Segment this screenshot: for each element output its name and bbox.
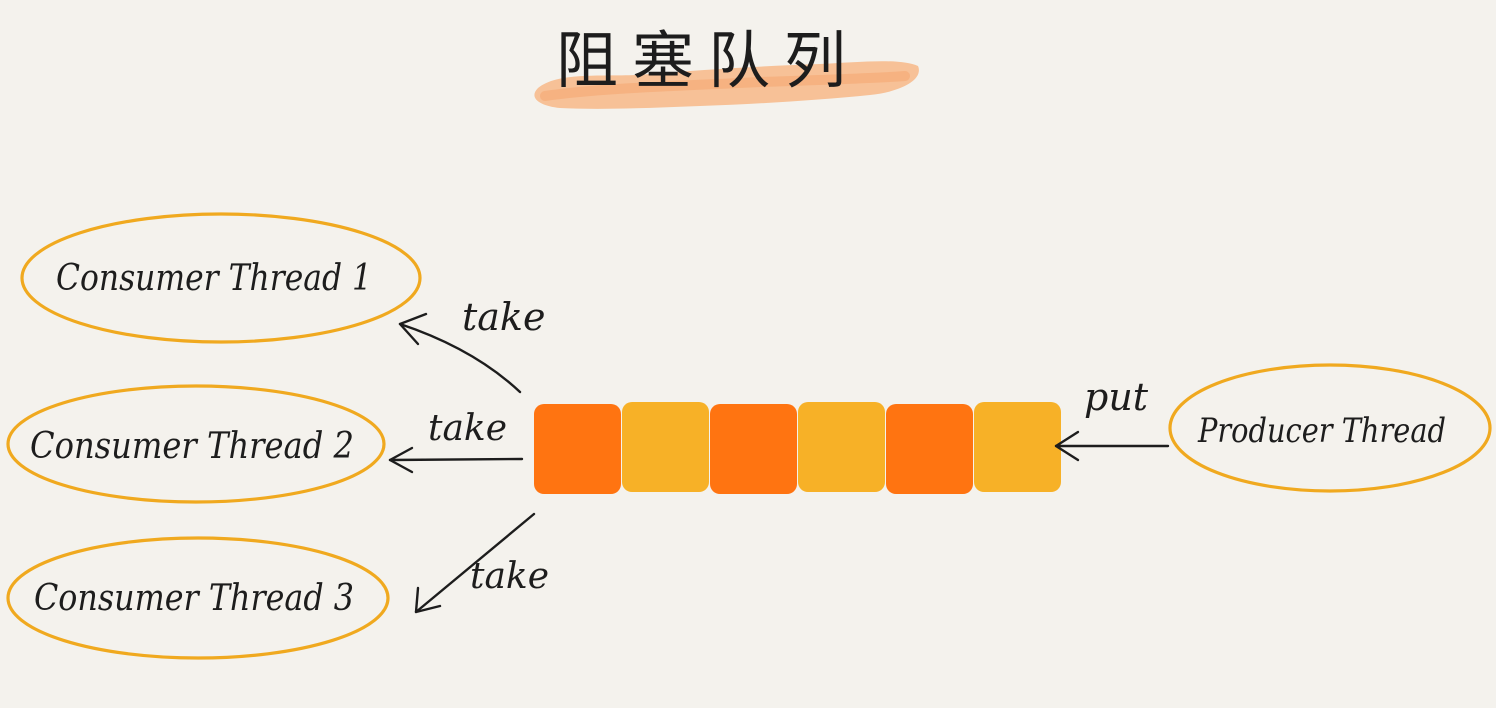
title-highlight [534, 61, 919, 109]
queue-slot-6 [974, 402, 1061, 492]
consumer-2-ellipse [6, 384, 386, 504]
take-arrow-2 [388, 446, 524, 474]
take-arrow-3 [414, 512, 536, 614]
producer-ellipse [1168, 363, 1492, 493]
consumer-2-label: Consumer Thread 2 [30, 426, 354, 467]
consumer-3-label: Consumer Thread 3 [34, 578, 354, 619]
take-label-2: take [428, 408, 507, 449]
consumer-1-label: Consumer Thread 1 [56, 258, 372, 299]
take-arrow-1 [398, 312, 522, 394]
queue-slot-5 [886, 404, 973, 494]
queue-slot-1 [534, 404, 621, 494]
producer-label: Producer Thread [1197, 411, 1446, 451]
consumer-3-ellipse [6, 536, 390, 660]
take-label-3: take [470, 556, 549, 597]
put-label: put [1084, 375, 1149, 419]
queue-slot-4 [798, 402, 885, 492]
queue-slot-3 [710, 404, 797, 494]
diagram-title: 阻塞队列 [556, 24, 860, 97]
queue-slot-2 [622, 402, 709, 492]
queue [534, 402, 1061, 494]
take-label-1: take [462, 295, 545, 339]
put-arrow [1054, 430, 1170, 462]
consumer-1-ellipse [20, 212, 422, 344]
